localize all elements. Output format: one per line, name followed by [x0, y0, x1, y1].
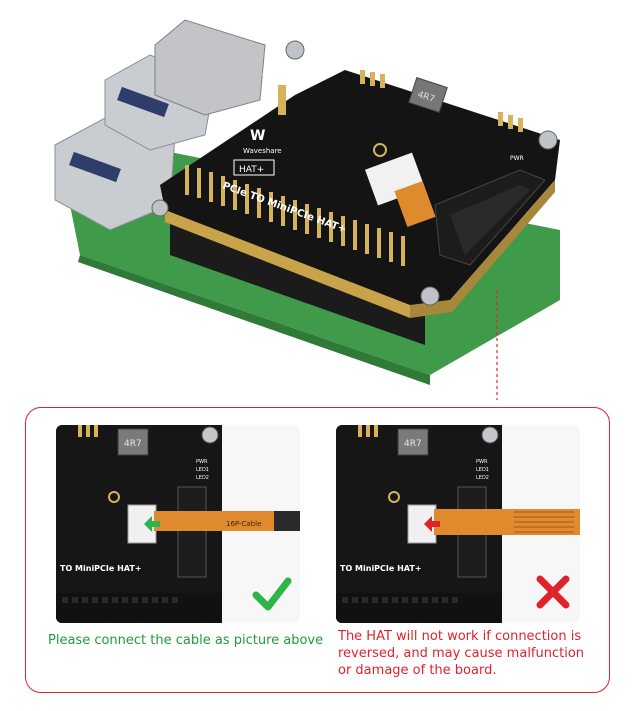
- inset-board-title: TO MiniPCIe HAT+: [60, 564, 142, 573]
- green-arrow-icon: [144, 516, 160, 532]
- product-photo: 4R7 W Waveshare HAT+ PCIe TO MiniPCIe HA…: [54, 19, 560, 400]
- inductor-label: 4R7: [404, 439, 422, 449]
- check-mark-icon: [252, 577, 292, 611]
- pwr-label: PWR: [510, 155, 524, 162]
- led-label-pwr: PWR: [196, 459, 208, 465]
- correct-caption: Please connect the cable as picture abov…: [48, 633, 324, 648]
- led-label-2: LED2: [476, 475, 489, 481]
- correct-connection-image: 4R7 PWR LED1 LED2 16P-Cable TO MiniPCIe …: [56, 425, 300, 623]
- red-arrow-icon: [424, 516, 440, 532]
- hat-label: HAT+: [239, 165, 264, 175]
- comparison-panel: [25, 407, 610, 693]
- brand-logo: W: [250, 128, 265, 144]
- brand-text: Waveshare: [243, 147, 282, 155]
- led-label-1: LED1: [476, 467, 489, 473]
- led-label-1: LED1: [196, 467, 209, 473]
- ribbon-cable: [154, 511, 300, 531]
- reversed-warning-caption: The HAT will not work if connection is r…: [338, 629, 585, 678]
- led-label-2: LED2: [196, 475, 209, 481]
- reversed-connection-image: 4R7 PWR LED1 LED2 TO MiniPCIe HAT+: [336, 425, 580, 623]
- cable-label: 16P-Cable: [226, 520, 261, 528]
- cross-mark-icon: [536, 575, 570, 609]
- usb-label: USB: [262, 72, 277, 80]
- inductor-label: 4R7: [124, 439, 142, 449]
- usb-ports: [54, 19, 266, 231]
- hat-board: 4R7: [151, 40, 560, 318]
- inset-board-title: TO MiniPCIe HAT+: [340, 564, 422, 573]
- led-label-pwr: PWR: [476, 459, 488, 465]
